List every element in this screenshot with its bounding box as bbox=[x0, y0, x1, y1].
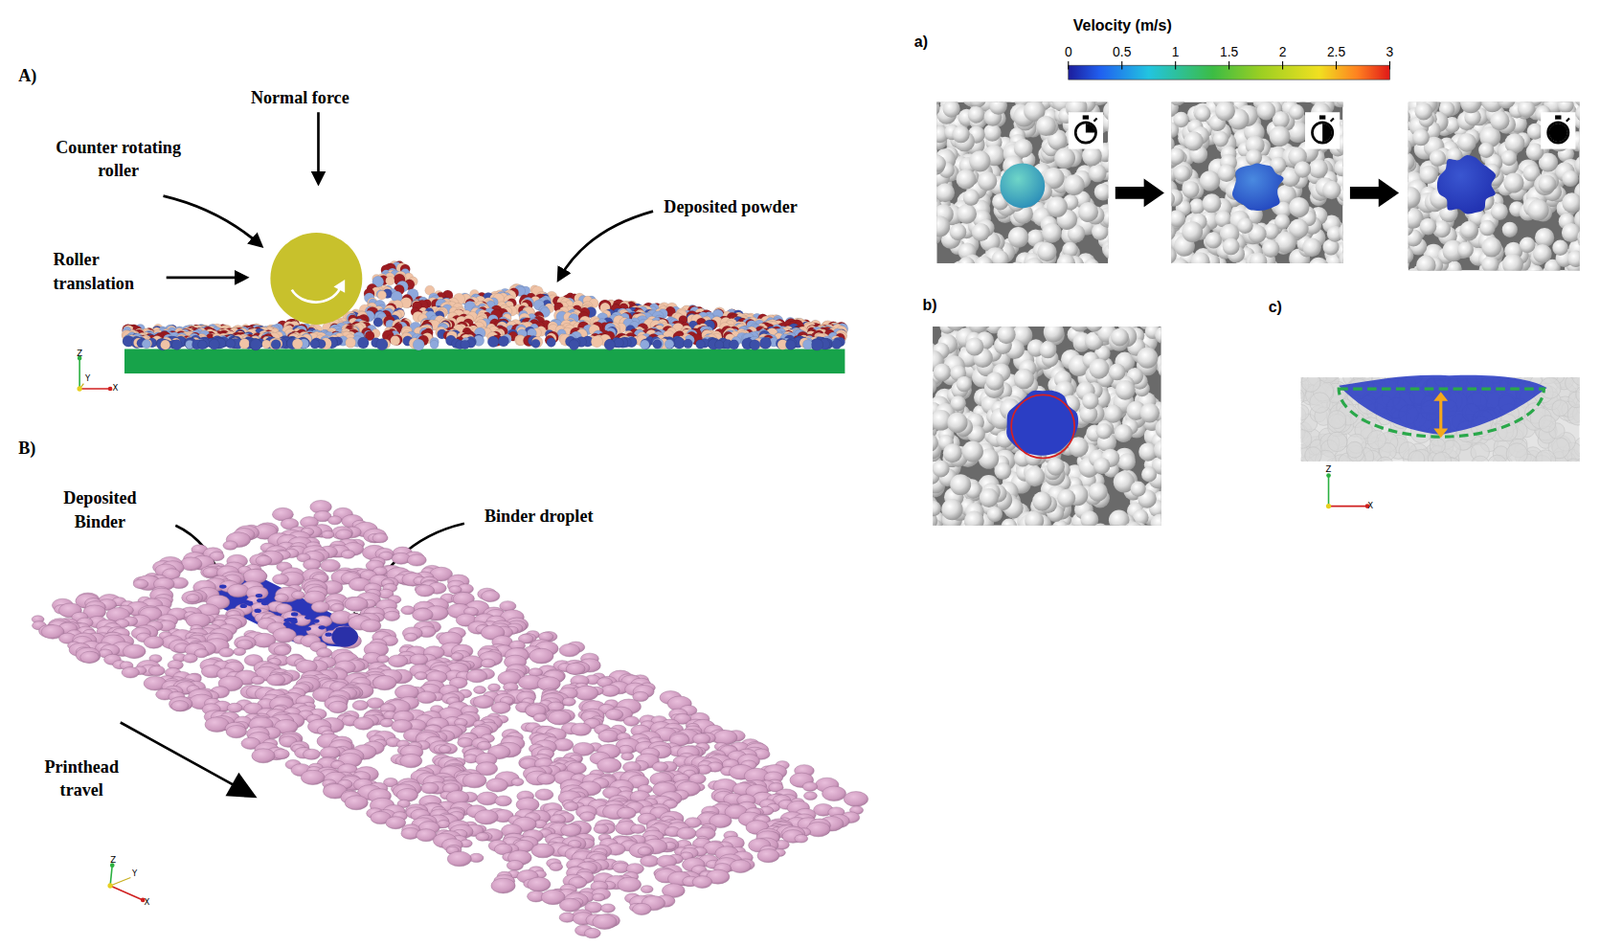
figure-stage: A)Normal forceCounter rotating rollerRol… bbox=[0, 0, 1600, 947]
